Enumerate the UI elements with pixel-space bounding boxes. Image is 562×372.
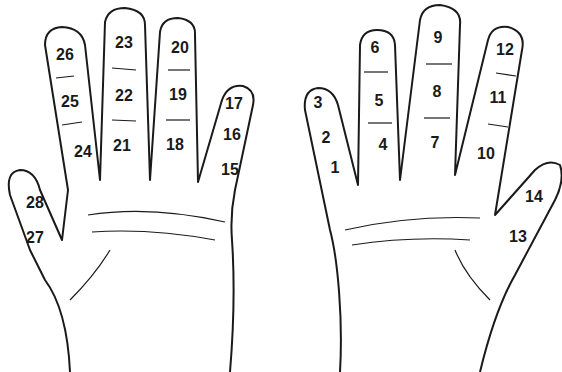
- palm-crease: [92, 231, 215, 240]
- finger-crease: [112, 68, 136, 70]
- left-hand-outline: [9, 8, 254, 372]
- finger-crease: [112, 120, 136, 121]
- finger-crease: [364, 71, 388, 72]
- callout-number: 27: [26, 230, 44, 246]
- callout-number: 6: [371, 40, 380, 56]
- callout-number: 1: [331, 160, 340, 176]
- callout-number: 10: [477, 146, 495, 162]
- callout-number: 8: [433, 84, 442, 100]
- finger-crease: [496, 73, 516, 76]
- callout-number: 5: [375, 93, 384, 109]
- callout-number: 24: [74, 144, 92, 160]
- callout-number: 2: [322, 130, 331, 146]
- callout-number: 14: [525, 189, 543, 205]
- callout-number: 3: [314, 95, 323, 111]
- finger-crease: [166, 119, 190, 120]
- finger-crease: [62, 122, 82, 125]
- callout-number: 21: [113, 138, 131, 154]
- callout-number: 17: [225, 96, 243, 112]
- callout-number: 4: [379, 137, 388, 153]
- thumb-crease: [70, 250, 110, 300]
- palm-crease: [88, 211, 225, 222]
- callout-number: 16: [223, 127, 241, 143]
- thumb-crease: [455, 250, 490, 300]
- finger-crease: [426, 63, 452, 64]
- callout-number: 20: [171, 40, 189, 56]
- palm-crease: [345, 218, 480, 231]
- callout-number: 22: [115, 88, 133, 104]
- callout-number: 11: [490, 90, 507, 106]
- callout-number: 19: [169, 87, 187, 103]
- callout-number: 7: [431, 135, 440, 151]
- finger-crease: [168, 69, 190, 70]
- palm-crease: [352, 239, 470, 245]
- callout-number: 12: [496, 42, 514, 58]
- callout-number: 28: [26, 195, 44, 211]
- right-hand-outline: [305, 5, 562, 372]
- finger-crease: [488, 124, 508, 127]
- callout-number: 13: [509, 229, 527, 245]
- callout-number: 18: [166, 137, 184, 153]
- callout-number: 15: [221, 162, 239, 178]
- callout-number: 25: [61, 94, 79, 110]
- finger-crease: [56, 76, 74, 78]
- callout-number: 26: [56, 47, 74, 63]
- finger-crease: [368, 122, 392, 123]
- callout-number: 9: [434, 30, 443, 46]
- callout-number: 23: [115, 35, 133, 51]
- finger-crease: [424, 117, 450, 118]
